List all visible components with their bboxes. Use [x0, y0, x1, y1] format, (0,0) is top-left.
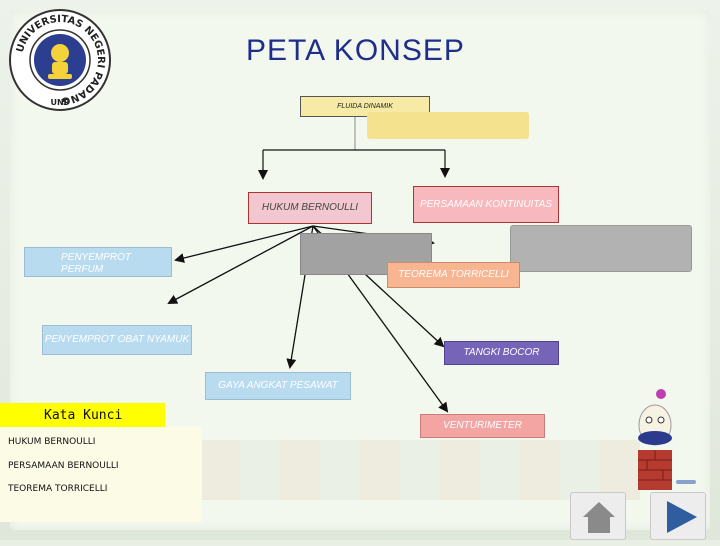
- cartoon-mascot-icon: [630, 380, 700, 490]
- kata-kunci-heading: Kata Kunci: [0, 403, 165, 427]
- node-teorema-torricelli[interactable]: TEOREMA TORRICELLI: [387, 262, 520, 288]
- kata-kunci-list: HUKUM BERNOULLI PERSAMAAN BERNOULLI TEOR…: [0, 427, 202, 522]
- node-gaya-angkat-pesawat[interactable]: GAYA ANGKAT PESAWAT: [205, 372, 351, 400]
- empty-grey-box-2: [510, 225, 692, 272]
- node-penyemprot-obat-nyamuk[interactable]: PENYEMPROT OBAT NYAMUK: [42, 325, 192, 355]
- next-slide-button[interactable]: [650, 492, 706, 540]
- node-hukum-bernoulli[interactable]: HUKUM BERNOULLI: [248, 192, 372, 224]
- node-penyemprot-perfum[interactable]: PENYEMPROT PERFUM: [24, 247, 172, 277]
- home-icon: [571, 493, 627, 541]
- node-tangki-bocor[interactable]: TANGKI BOCOR: [444, 341, 559, 365]
- play-next-icon: [651, 493, 707, 541]
- kata-kunci-item: HUKUM BERNOULLI: [8, 437, 95, 447]
- node-venturimeter[interactable]: VENTURIMETER: [420, 414, 545, 438]
- empty-yellow-box: [367, 112, 529, 139]
- node-persamaan-kontinuitas[interactable]: PERSAMAAN KONTINUITAS: [413, 186, 559, 223]
- home-button[interactable]: [570, 492, 626, 540]
- kata-kunci-item: PERSAMAAN BERNOULLI: [8, 461, 119, 471]
- kata-kunci-item: TEOREMA TORRICELLI: [8, 484, 107, 494]
